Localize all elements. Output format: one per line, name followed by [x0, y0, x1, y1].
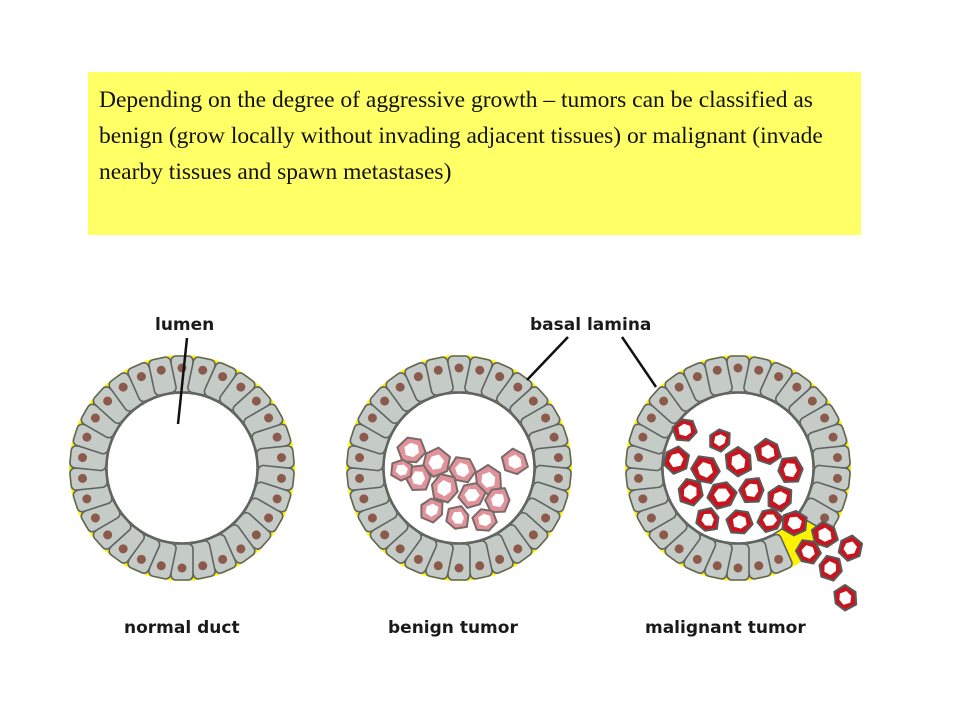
- benign-tumor-cell-center: [411, 471, 425, 486]
- benign-tumor-cell-center: [481, 471, 496, 488]
- benign-tumor-cell-center: [437, 480, 451, 497]
- benign-tumor-cell-center: [455, 462, 470, 478]
- malignant-tumor-cell-center: [714, 434, 726, 447]
- lumen-pointer-line: [176, 337, 189, 425]
- malignant-tumor-label: malignant tumor: [645, 618, 806, 638]
- benign-tumor-label: benign tumor: [388, 618, 518, 638]
- malignant-tumor-cell-center: [761, 444, 775, 459]
- benign-duct: [345, 355, 573, 581]
- malignant-tumor-cell-center: [697, 462, 713, 478]
- malignant-tumor-cell-center: [783, 463, 797, 478]
- basal-lamina-pointer-left: [526, 336, 569, 381]
- basal-lamina-label: basal lamina: [530, 315, 651, 335]
- normal-duct-label: normal duct: [124, 618, 240, 638]
- malignant-tumor-cell-center: [843, 541, 857, 555]
- malignant-tumor-cell-center: [713, 488, 731, 502]
- malignant-tumor-cell-center: [839, 591, 852, 605]
- benign-tumor-cell-center: [425, 503, 439, 517]
- caption-box: Depending on the degree of aggressive gr…: [88, 72, 861, 235]
- malignant-tumor-cell-center: [801, 545, 815, 559]
- benign-tumor-cell-center: [491, 493, 505, 507]
- malignant-tumor-cell-center: [824, 561, 836, 576]
- malignant-tumor-cell-center: [787, 516, 802, 530]
- malignant-duct: [624, 355, 864, 612]
- benign-tumor-cell-center: [508, 454, 522, 469]
- malignant-tumor-cells: [662, 418, 864, 612]
- normal-duct: [68, 337, 296, 581]
- benign-tumor-cell-center: [428, 454, 445, 470]
- malignant-tumor-cell-center: [669, 453, 684, 468]
- caption-text: Depending on the degree of aggressive gr…: [99, 87, 823, 185]
- basal-lamina-pointer-right: [620, 336, 658, 388]
- benign-tumor-cell-center: [464, 489, 480, 502]
- malignant-tumor-cell-center: [773, 491, 787, 506]
- malignant-tumor-cell-center: [732, 515, 747, 529]
- malignant-tumor-cell-center: [683, 484, 697, 500]
- benign-tumor-cell-center: [395, 464, 408, 476]
- benign-tumor-cells: [390, 436, 529, 532]
- benign-tumor-cell-center: [451, 511, 464, 524]
- malignant-tumor-cell-center: [701, 513, 714, 526]
- malignant-tumor-cell-center: [678, 423, 692, 437]
- malignant-tumor-cell-center: [762, 514, 778, 526]
- benign-tumor-cell-center: [478, 513, 492, 527]
- malignant-tumor-cell-center: [731, 453, 746, 470]
- malignant-tumor-cell-center: [745, 483, 759, 497]
- benign-tumor-cell-center: [404, 442, 419, 458]
- malignant-tumor-cell-center: [818, 527, 832, 542]
- duct-lumen: [106, 392, 258, 544]
- lumen-label: lumen: [155, 315, 214, 335]
